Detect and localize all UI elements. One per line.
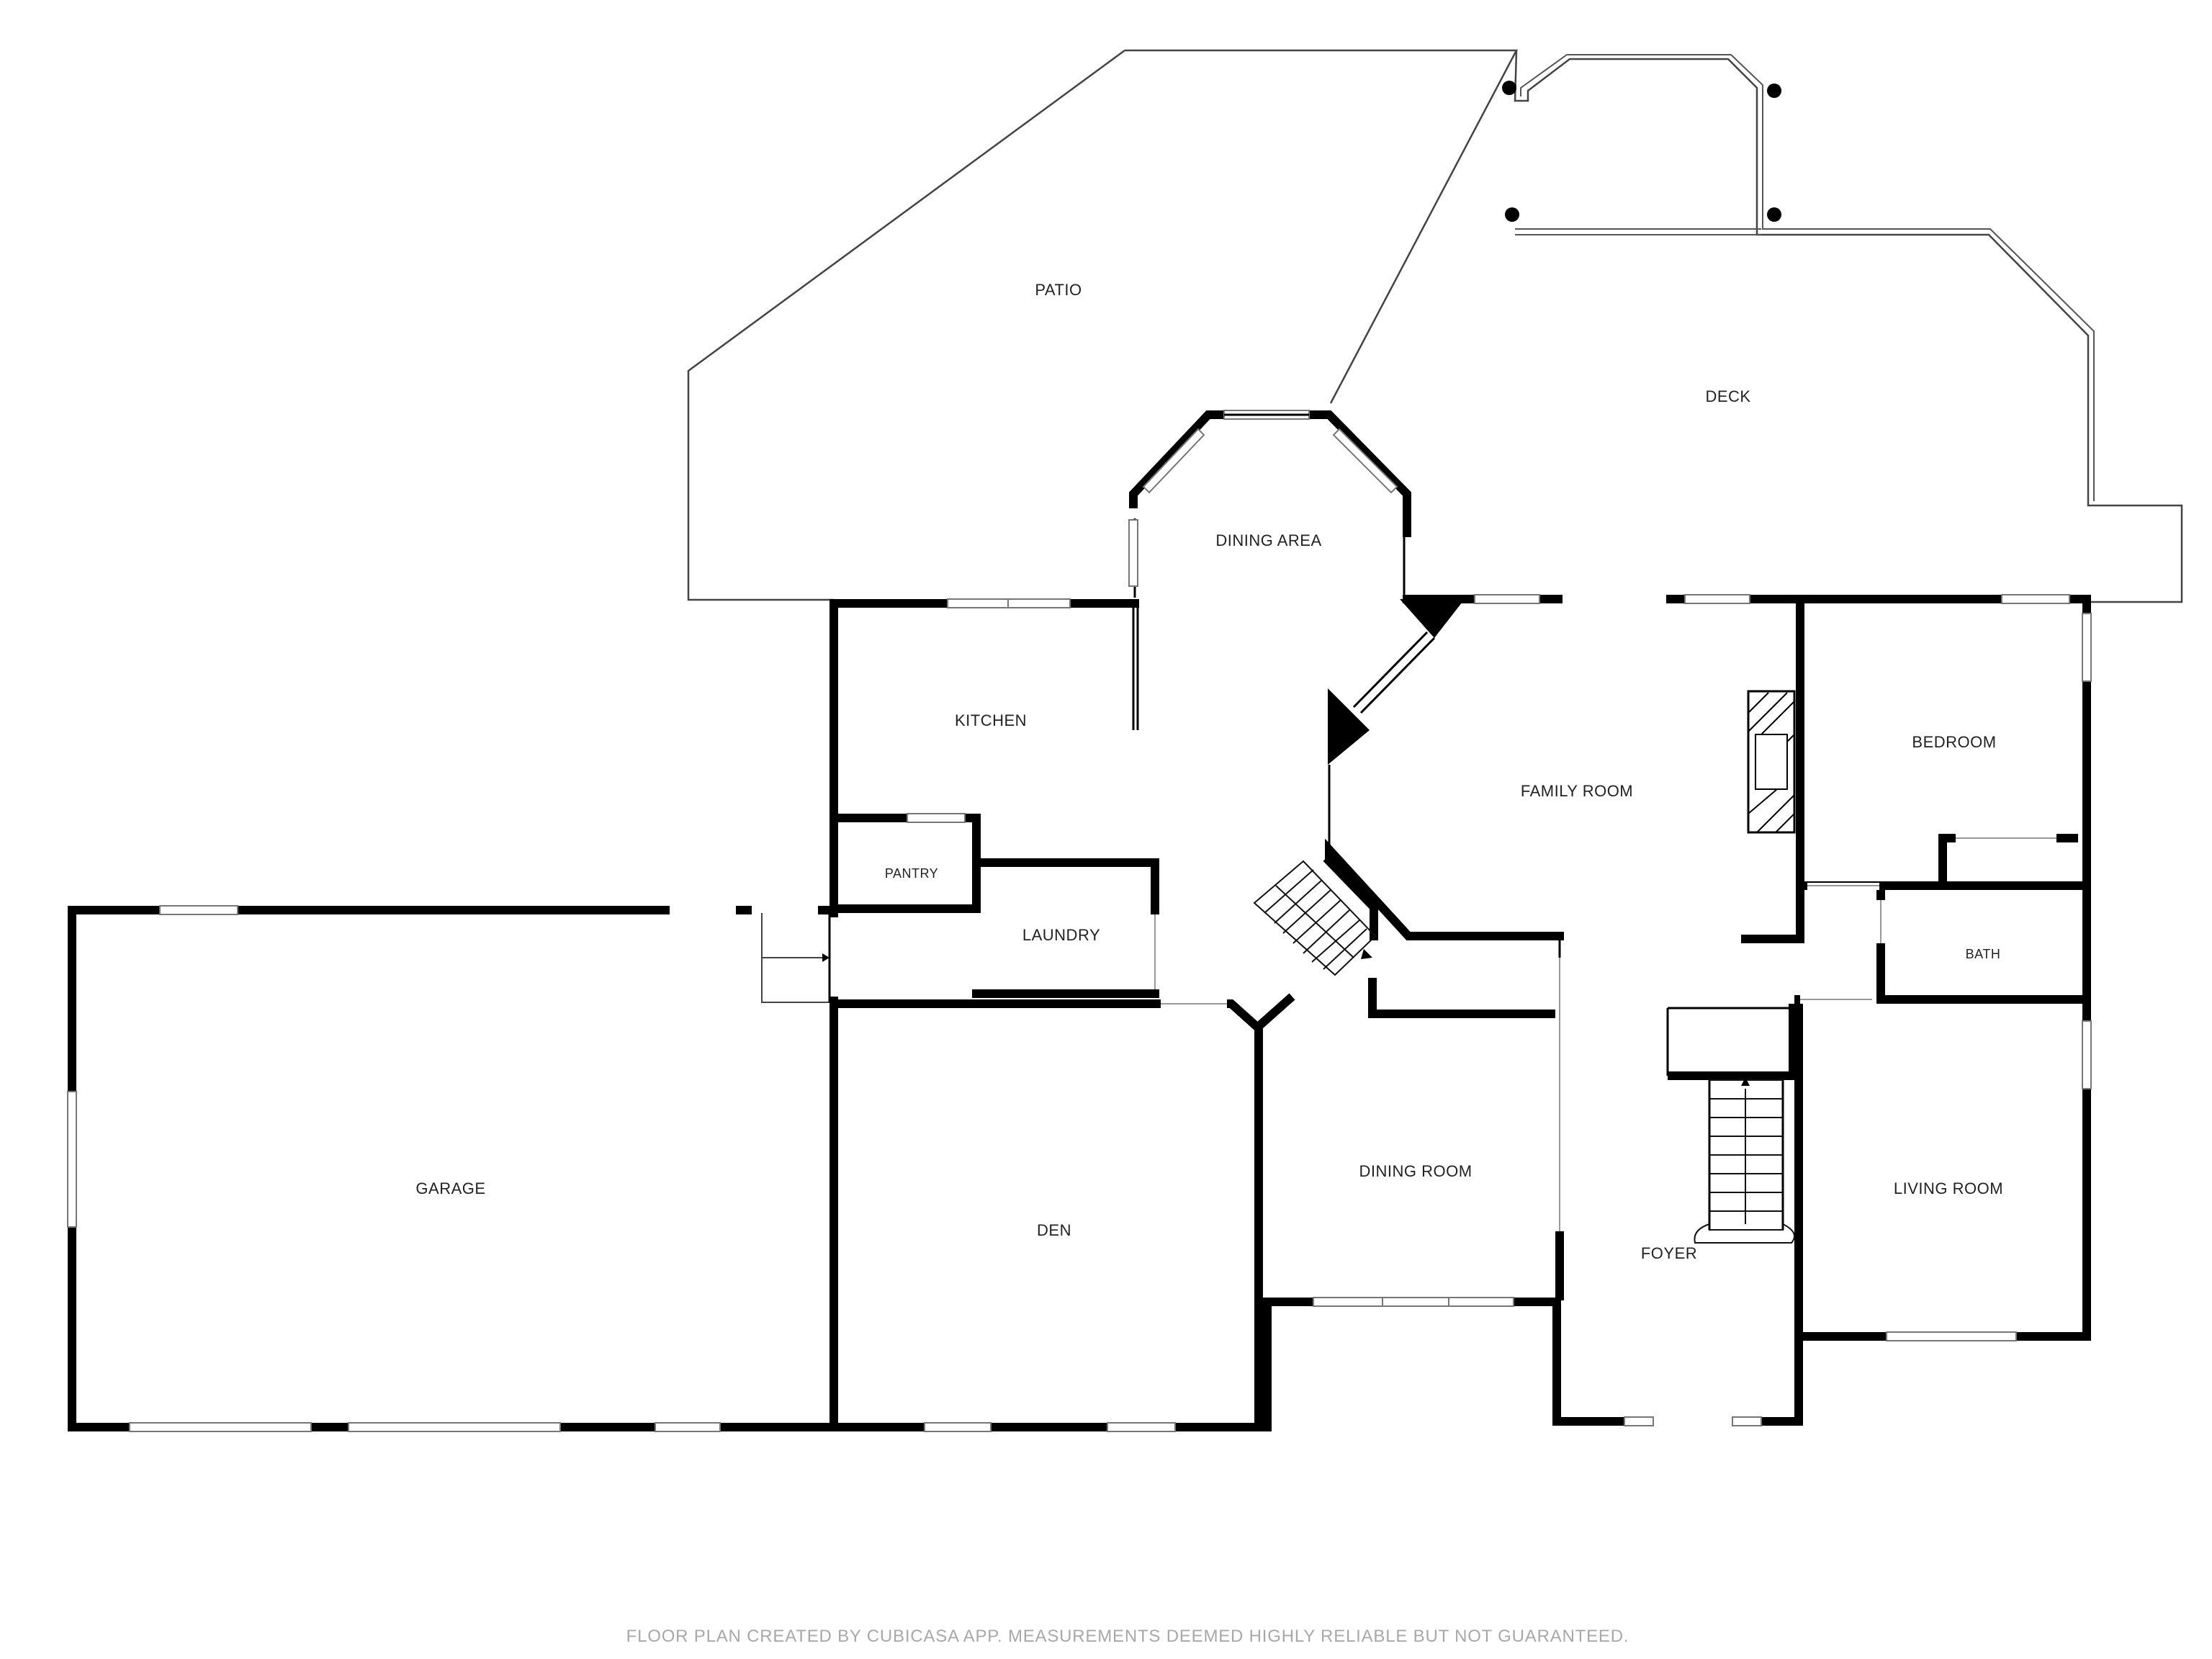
kitchen-divider-wall — [1132, 603, 1139, 730]
room-label-deck: DECK — [1705, 387, 1750, 405]
footer-disclaimer: FLOOR PLAN CREATED BY CUBICASA APP. MEAS… — [626, 1627, 1629, 1646]
chimney-wedges — [1328, 599, 1465, 850]
dining-area-bay-walls — [1129, 410, 1411, 598]
dining-area-bay-windows — [1128, 410, 1398, 587]
room-label-family-room: FAMILY ROOM — [1521, 782, 1633, 800]
room-label-kitchen: KITCHEN — [955, 711, 1027, 729]
room-label-bath: BATH — [1966, 947, 2001, 961]
foyer-stairs — [1694, 1077, 1795, 1244]
main-stairs — [1253, 860, 1377, 976]
room-label-dining-area: DINING AREA — [1215, 531, 1321, 549]
room-label-dining-room: DINING ROOM — [1359, 1162, 1472, 1180]
room-label-foyer: FOYER — [1641, 1244, 1697, 1262]
room-label-pantry: PANTRY — [885, 866, 938, 881]
room-label-laundry: LAUNDRY — [1022, 926, 1100, 944]
patio-outline — [687, 49, 1519, 601]
deck-outline — [1514, 50, 2183, 603]
room-label-patio: PATIO — [1035, 281, 1082, 299]
windows — [67, 594, 2092, 1432]
fireplace — [1747, 690, 1796, 834]
deck-posts — [1502, 81, 1781, 222]
room-label-den: DEN — [1037, 1221, 1071, 1239]
room-label-living-room: LIVING ROOM — [1894, 1179, 2003, 1197]
garage-entry-steps — [761, 913, 831, 1003]
room-label-bedroom: BEDROOM — [1912, 733, 1996, 751]
room-label-garage: GARAGE — [415, 1179, 485, 1197]
